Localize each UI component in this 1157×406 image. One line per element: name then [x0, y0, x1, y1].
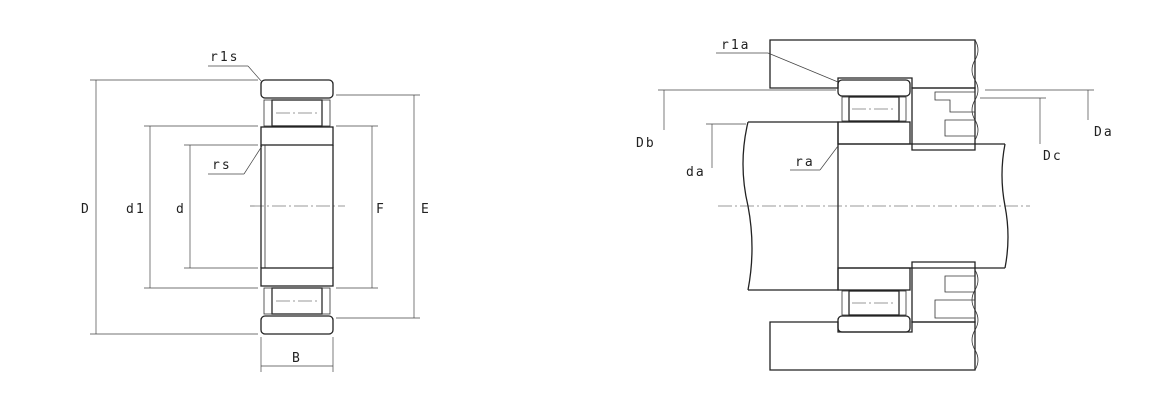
outer-ring-top	[260, 79, 334, 99]
left-bearing-section	[250, 79, 345, 335]
right-labels: r1a Db da ra Dc Da	[636, 38, 1114, 180]
label-Da: Da	[1094, 125, 1114, 140]
cage-top-left	[263, 99, 273, 127]
label-r1s: r1s	[210, 50, 239, 65]
left-labels: r1s rs D d1 d F E B	[81, 50, 431, 366]
label-r1a: r1a	[721, 38, 750, 53]
right-housing	[769, 39, 979, 371]
label-D: D	[81, 202, 91, 217]
right-bearing	[837, 79, 911, 333]
label-E: E	[421, 202, 431, 217]
label-ra: ra	[795, 155, 815, 170]
label-B: B	[292, 351, 302, 366]
cage-top-right	[321, 99, 331, 127]
label-F: F	[376, 202, 386, 217]
left-dimensions	[90, 65, 420, 372]
inner-ring-top	[260, 126, 334, 146]
right-shaft	[718, 121, 1030, 291]
right-dimensions	[658, 52, 1094, 171]
label-Db: Db	[636, 136, 656, 151]
outer-ring-bottom	[260, 315, 334, 335]
cage-bottom-right	[321, 287, 331, 315]
label-d: d	[176, 202, 186, 217]
label-rs: rs	[212, 158, 232, 173]
inner-ring-bottom	[260, 267, 334, 287]
label-da: da	[686, 165, 706, 180]
cage-bottom-left	[263, 287, 273, 315]
label-Dc: Dc	[1043, 149, 1063, 164]
label-d1: d1	[126, 202, 146, 217]
